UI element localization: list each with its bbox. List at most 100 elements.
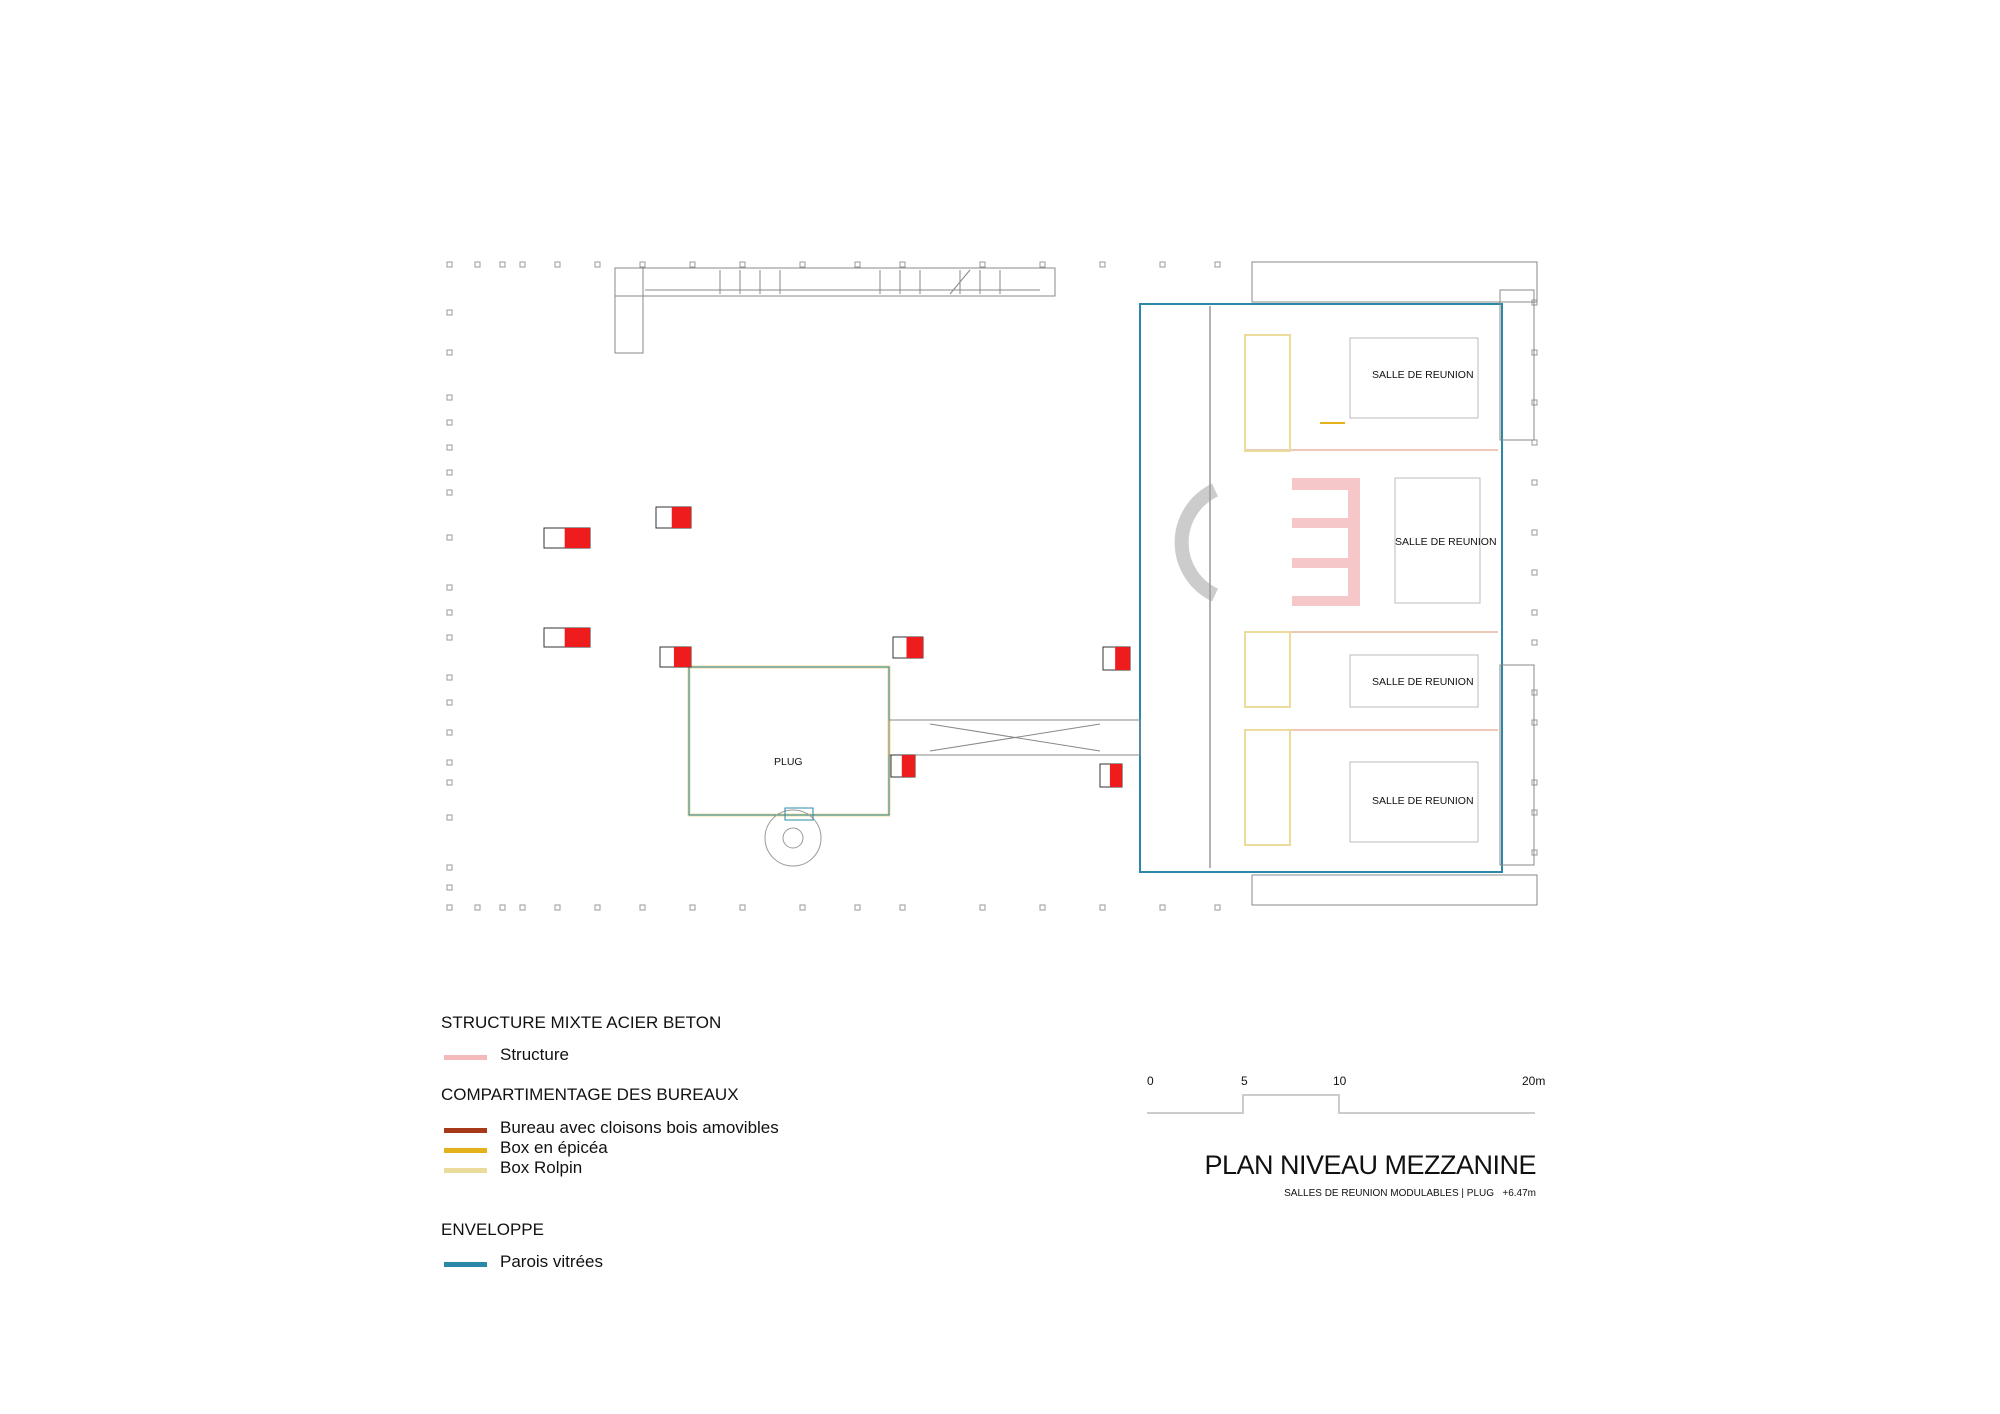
legend-heading: ENVELOPPE [441, 1220, 544, 1239]
red-cube [543, 627, 591, 648]
column-marker [639, 261, 646, 268]
scale-tick: 5 [1241, 1074, 1248, 1088]
column-marker [1531, 439, 1538, 446]
glass-envelope [1139, 303, 1503, 873]
footbridge [888, 719, 1141, 756]
column-marker [639, 904, 646, 911]
red-cube [892, 636, 924, 659]
column-marker [1531, 639, 1538, 646]
column-marker [446, 904, 453, 911]
column-marker [1214, 904, 1221, 911]
column-marker [446, 674, 453, 681]
column-marker [799, 261, 806, 268]
column-marker [474, 904, 481, 911]
column-marker [1159, 261, 1166, 268]
meeting-building [1139, 261, 1538, 906]
legend-heading: COMPARTIMENTAGE DES BUREAUX [441, 1085, 739, 1104]
column-marker [446, 699, 453, 706]
column-marker [1099, 904, 1106, 911]
column-marker [446, 864, 453, 871]
legend-item: Structure [500, 1045, 569, 1064]
column-grid [446, 261, 1538, 911]
red-cube [659, 646, 692, 668]
subtitle-text: SALLES DE REUNION MODULABLES | PLUG [1284, 1188, 1495, 1199]
column-marker [446, 584, 453, 591]
column-marker [446, 349, 453, 356]
level-elevation: +6.47m [1502, 1188, 1536, 1199]
scale-tick: 20m [1522, 1074, 1546, 1088]
column-marker [854, 904, 861, 911]
legend-heading: STRUCTURE MIXTE ACIER BETON [441, 1013, 722, 1032]
column-marker [1531, 479, 1538, 486]
room-label: SALLE DE REUNION [1372, 795, 1474, 807]
legend-item: Bureau avec cloisons bois amovibles [500, 1118, 779, 1137]
scale-tick: 10 [1333, 1074, 1347, 1088]
column-marker [446, 814, 453, 821]
column-marker [1531, 609, 1538, 616]
red-cube [1099, 763, 1123, 788]
column-marker [446, 394, 453, 401]
column-marker [899, 261, 906, 268]
plan-subtitle: SALLES DE REUNION MODULABLES | PLUG +6.4… [1284, 1188, 1536, 1199]
column-marker [979, 261, 986, 268]
column-marker [519, 261, 526, 268]
red-cubes [543, 506, 1131, 788]
column-marker [446, 534, 453, 541]
plan-title: PLAN NIVEAU MEZZANINE [1204, 1150, 1536, 1180]
room-label: SALLE DE REUNION [1372, 676, 1474, 688]
column-marker [979, 904, 986, 911]
legend-item: Box Rolpin [500, 1158, 583, 1177]
red-cube [655, 506, 692, 529]
column-marker [499, 261, 506, 268]
column-marker [1214, 261, 1221, 268]
top-stair-corridor [614, 267, 1056, 354]
column-marker [446, 469, 453, 476]
column-marker [446, 609, 453, 616]
legend-swatch-bureau [444, 1128, 487, 1133]
column-marker [446, 634, 453, 641]
column-marker [799, 904, 806, 911]
column-marker [1039, 904, 1046, 911]
room-label-plug: PLUG [774, 756, 803, 768]
legend-item: Box en épicéa [500, 1138, 608, 1157]
column-marker [1159, 904, 1166, 911]
column-marker [446, 261, 453, 268]
column-marker [446, 309, 453, 316]
column-marker [499, 904, 506, 911]
column-marker [554, 261, 561, 268]
column-marker [1531, 569, 1538, 576]
column-marker [446, 759, 453, 766]
column-marker [446, 444, 453, 451]
column-marker [1099, 261, 1106, 268]
column-marker [446, 261, 453, 268]
scale-bar [1147, 1094, 1535, 1114]
legend-swatch-rolpin [444, 1168, 487, 1173]
column-marker [446, 419, 453, 426]
column-marker [594, 261, 601, 268]
red-cube [890, 754, 916, 778]
column-marker [446, 729, 453, 736]
red-cube [543, 527, 591, 549]
column-marker [554, 904, 561, 911]
column-marker [739, 904, 746, 911]
column-marker [689, 261, 696, 268]
column-marker [474, 261, 481, 268]
column-marker [519, 904, 526, 911]
legend-swatch-glass [444, 1262, 487, 1267]
column-marker [446, 489, 453, 496]
column-marker [1531, 529, 1538, 536]
legend-swatch-structure [444, 1055, 487, 1060]
column-marker [739, 261, 746, 268]
column-marker [1039, 261, 1046, 268]
column-marker [594, 904, 601, 911]
room-label: SALLE DE REUNION [1372, 369, 1474, 381]
column-marker [689, 904, 696, 911]
legend-swatch-epicea [444, 1148, 487, 1153]
column-marker [899, 904, 906, 911]
red-cube [1102, 646, 1131, 671]
column-marker [854, 261, 861, 268]
column-marker [446, 779, 453, 786]
legend-item: Parois vitrées [500, 1252, 603, 1271]
column-marker [446, 884, 453, 891]
